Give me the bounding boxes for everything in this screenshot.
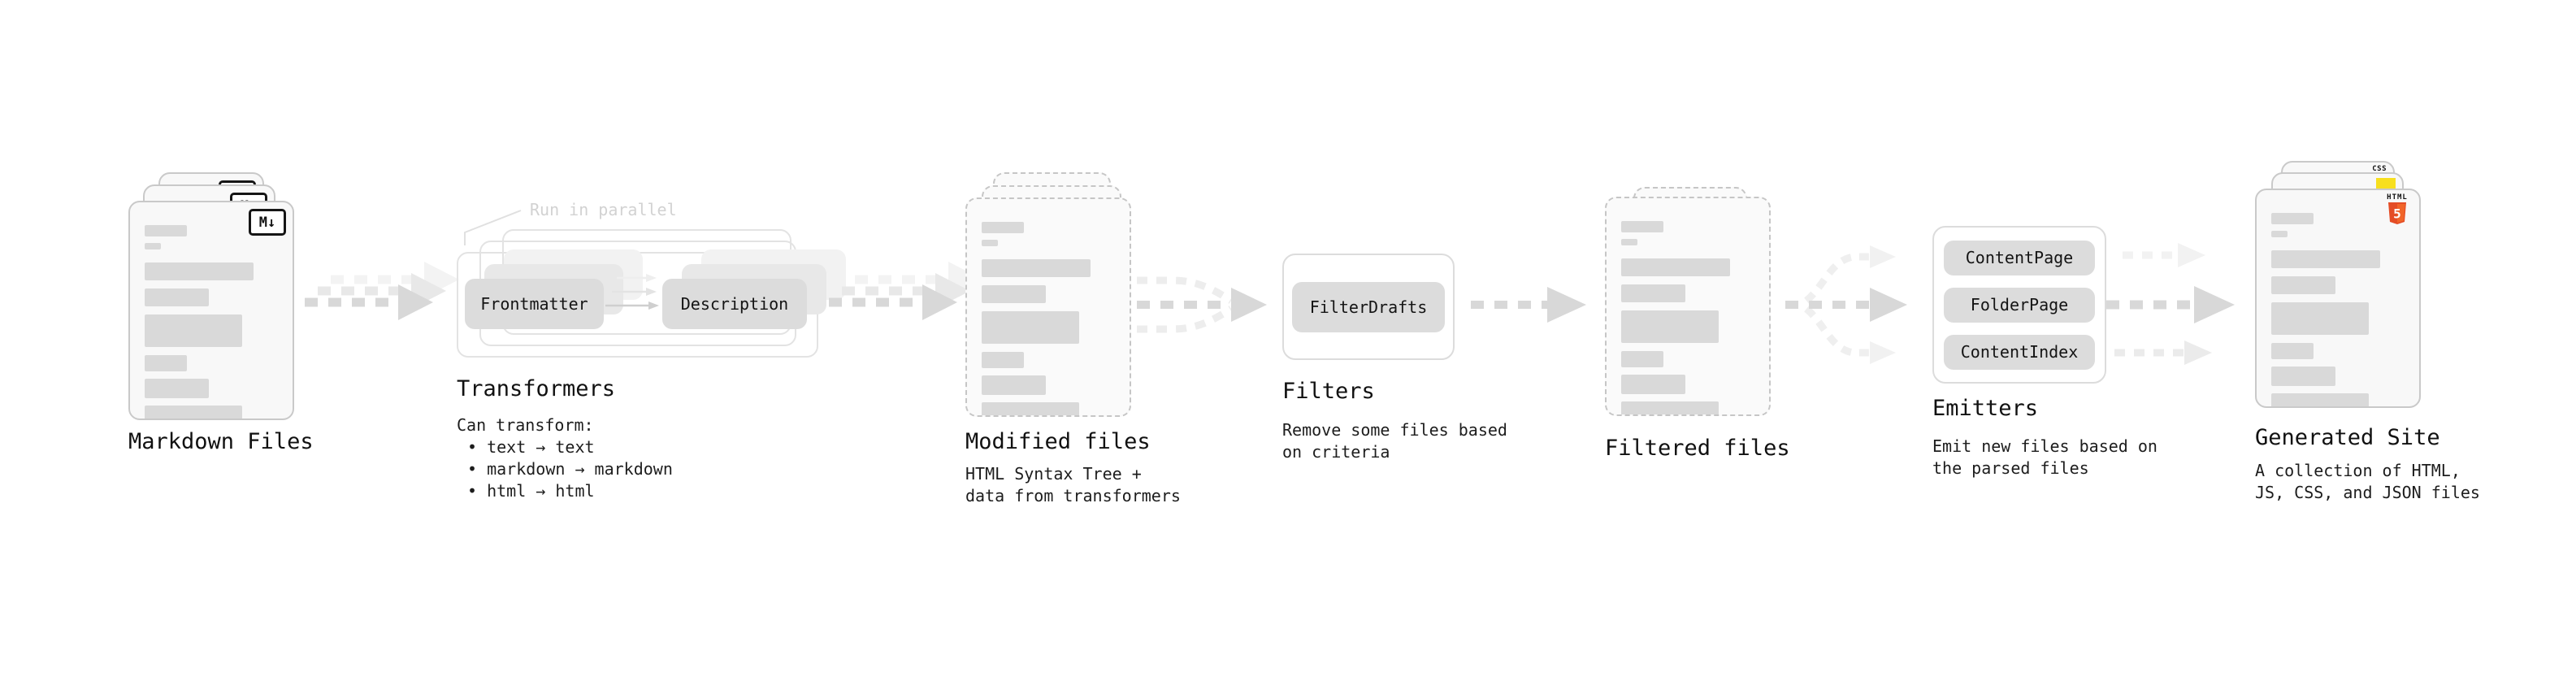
parallel-note: Run in parallel xyxy=(530,200,677,219)
desc-line: Remove some files based xyxy=(1282,420,1507,440)
desc-bullet: • text → text xyxy=(467,437,595,457)
text-line-placeholder xyxy=(145,406,242,419)
text-line-placeholder xyxy=(145,355,188,371)
filters-container: FilterDrafts xyxy=(1282,254,1455,360)
transformers-description: Can transform: • text → text • markdown … xyxy=(457,414,673,502)
content-index-pill-label: ContentIndex xyxy=(1960,342,2079,362)
js-icon xyxy=(2376,178,2396,190)
markdown-icon: M↓ xyxy=(249,209,286,236)
text-line-placeholder xyxy=(982,352,1025,368)
text-line-placeholder xyxy=(145,243,161,249)
css-icon-label: CSS xyxy=(2372,165,2387,173)
text-line-placeholder xyxy=(982,259,1091,277)
flow-arrow-filtered-to-emitters xyxy=(1785,245,1907,364)
text-line-placeholder xyxy=(1621,351,1664,367)
html5-icon-word: HTML xyxy=(2387,193,2408,202)
stage-title-filters: Filters xyxy=(1282,379,1375,404)
text-line-placeholder xyxy=(2271,276,2335,294)
text-line-placeholder xyxy=(1621,310,1719,343)
filter-drafts-pill-label: FilterDrafts xyxy=(1309,297,1428,317)
stage-title-filtered-files: Filtered files xyxy=(1605,436,1790,461)
desc-line: Emit new files based on xyxy=(1932,436,2158,456)
text-line-placeholder xyxy=(982,285,1046,303)
desc-line: on criteria xyxy=(1282,442,1390,462)
markdown-file-card-front: M↓ xyxy=(128,201,294,420)
desc-bullet: • markdown → markdown xyxy=(467,459,673,479)
text-line-placeholder xyxy=(145,379,209,398)
description-pill-label: Description xyxy=(680,294,789,314)
desc-line: data from transformers xyxy=(965,486,1181,505)
html5-icon-shield: 5 xyxy=(2388,202,2406,224)
text-line-placeholder xyxy=(982,375,1046,395)
emitters-description: Emit new files based on the parsed files xyxy=(1932,436,2158,479)
text-line-placeholder xyxy=(2271,393,2369,406)
text-line-placeholder xyxy=(982,311,1079,344)
file-text-placeholder xyxy=(2271,213,2405,406)
text-line-placeholder xyxy=(145,288,209,306)
text-line-placeholder xyxy=(2271,367,2335,386)
text-line-placeholder xyxy=(2271,302,2369,335)
file-text-placeholder xyxy=(1621,221,1754,414)
text-line-placeholder xyxy=(1621,401,1719,414)
text-line-placeholder xyxy=(2271,250,2381,268)
stage-title-modified-files: Modified files xyxy=(965,429,1151,454)
text-line-placeholder xyxy=(982,222,1025,233)
flow-arrow-filters-to-filtered xyxy=(1471,287,1586,323)
folder-page-pill: FolderPage xyxy=(1944,287,2095,323)
content-page-pill: ContentPage xyxy=(1944,240,2095,275)
text-line-placeholder xyxy=(145,262,254,280)
folder-page-pill-label: FolderPage xyxy=(1970,295,2069,314)
text-line-placeholder xyxy=(1621,375,1685,394)
stage-title-markdown-files: Markdown Files xyxy=(128,429,314,454)
file-text-placeholder xyxy=(982,222,1115,415)
flow-arrow-modified-to-filters xyxy=(1137,276,1267,333)
desc-line: JS, CSS, and JSON files xyxy=(2255,483,2480,502)
description-pill: Description xyxy=(662,279,807,329)
text-line-placeholder xyxy=(1621,221,1664,232)
flow-arrow-transformers-to-modified xyxy=(829,262,983,320)
text-line-placeholder xyxy=(145,225,188,236)
text-line-placeholder xyxy=(1621,284,1685,302)
content-page-pill-label: ContentPage xyxy=(1965,248,2074,267)
filtered-file-card-front xyxy=(1605,197,1771,416)
frontmatter-pill-label: Frontmatter xyxy=(480,294,588,314)
desc-bullet: • html → html xyxy=(467,481,595,501)
desc-line: A collection of HTML, xyxy=(2255,461,2461,480)
filter-drafts-pill: FilterDrafts xyxy=(1292,281,1445,332)
stage-title-emitters: Emitters xyxy=(1932,396,2039,421)
modified-file-card-front xyxy=(965,197,1131,417)
file-text-placeholder xyxy=(145,225,278,419)
transform-step-arrows xyxy=(605,274,659,310)
frontmatter-pill: Frontmatter xyxy=(465,279,604,329)
text-line-placeholder xyxy=(145,314,242,347)
filters-description: Remove some files based on criteria xyxy=(1282,419,1507,463)
content-index-pill: ContentIndex xyxy=(1944,334,2095,370)
desc-line: HTML Syntax Tree + xyxy=(965,464,1142,484)
flow-arrow-markdown-to-transformers xyxy=(305,262,459,320)
modified-files-description: HTML Syntax Tree + data from transformer… xyxy=(965,463,1181,507)
parallel-note-leader-line xyxy=(464,210,522,245)
generated-site-description: A collection of HTML, JS, CSS, and JSON … xyxy=(2255,460,2480,504)
html5-icon: HTML 5 xyxy=(2385,193,2409,228)
text-line-placeholder xyxy=(2271,231,2288,237)
flow-arrows-emitters-to-site xyxy=(2106,243,2235,365)
text-line-placeholder xyxy=(2271,213,2314,224)
text-line-placeholder xyxy=(1621,258,1731,276)
text-line-placeholder xyxy=(1621,239,1637,245)
generated-file-card-html: HTML 5 xyxy=(2255,189,2421,408)
text-line-placeholder xyxy=(982,240,998,246)
markdown-icon-glyph: M↓ xyxy=(258,214,276,231)
desc-line: the parsed files xyxy=(1932,458,2089,478)
desc-line: Can transform: xyxy=(457,415,594,435)
svg-text:5: 5 xyxy=(2393,206,2401,222)
stage-title-transformers: Transformers xyxy=(457,376,616,401)
text-line-placeholder xyxy=(2271,343,2314,359)
text-line-placeholder xyxy=(982,402,1079,415)
emitters-container: ContentPage FolderPage ContentIndex xyxy=(1932,226,2106,384)
stage-title-generated-site: Generated Site xyxy=(2255,425,2440,450)
